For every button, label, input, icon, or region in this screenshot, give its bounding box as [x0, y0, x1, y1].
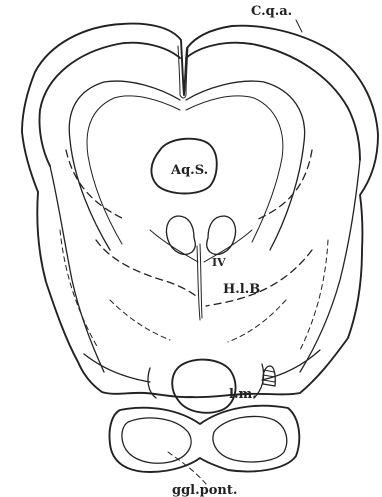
label-aqueduct: Aq.S. [170, 163, 208, 178]
dashed-tract-left [66, 150, 126, 220]
inner-band-left-2 [87, 96, 180, 244]
raphe-line [197, 244, 202, 320]
label-hlb: H.l.B [223, 282, 260, 297]
pontine-nucleus-right [213, 416, 287, 462]
dashed-lateral-right [300, 240, 328, 350]
lateral-band-left [50, 166, 104, 372]
trochlear-nucleus-left [166, 216, 195, 254]
label-iv: IV [212, 256, 226, 269]
decussation-lines [150, 230, 252, 262]
dashed-inner-lower-left [110, 300, 170, 340]
inner-band-left [69, 81, 180, 250]
cqa-band-left [39, 43, 180, 166]
basal-curve-left [84, 354, 150, 382]
label-lm: l.m. [229, 387, 257, 402]
label-cqa: C.q.a. [251, 4, 292, 19]
pontine-nucleus-left [122, 418, 191, 463]
lemniscus-hatching [263, 370, 275, 382]
basal-curve-right [262, 350, 320, 380]
label-ggl-pont: ggl.pont. [172, 483, 237, 497]
lateral-band-right [300, 160, 360, 372]
dashed-hlb-left [96, 240, 196, 296]
central-body [172, 360, 235, 413]
cqa-tick [296, 20, 302, 32]
dashed-inner-lower-right [228, 300, 286, 342]
cqa-band-right [186, 43, 360, 160]
dashed-tract-right [256, 150, 312, 220]
ggl-pont-leader [168, 452, 206, 484]
trochlear-nucleus-right [207, 216, 236, 254]
pontine-outline [109, 406, 299, 472]
